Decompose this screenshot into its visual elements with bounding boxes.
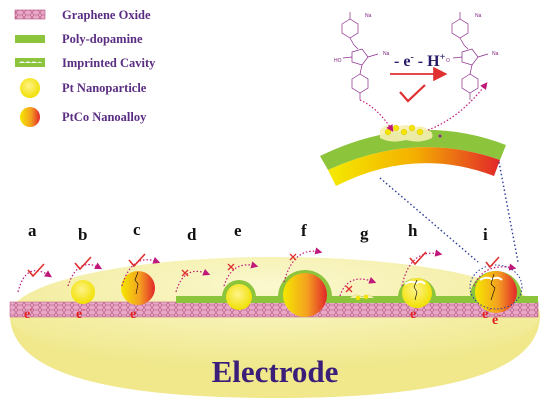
electrode-label: Electrode <box>212 354 339 389</box>
crack-c <box>134 271 139 295</box>
cross-d <box>181 269 189 277</box>
site-label-h: h <box>408 221 418 240</box>
ptco-nanoalloy-icon <box>20 107 40 127</box>
site-f-ptco <box>278 270 332 317</box>
site-label-c: c <box>133 220 141 239</box>
product-o: O <box>446 58 450 64</box>
pt-nanoparticle-icon <box>20 78 40 98</box>
zoom-arrow-in <box>359 99 394 133</box>
electron-i-1: e- <box>482 305 491 322</box>
electron-i-2: e- <box>492 311 501 328</box>
site-g-cavity <box>349 294 375 301</box>
site-c-ptco <box>121 271 155 305</box>
legend-ptco-nanoalloy: PtCo Nanoalloy <box>62 110 147 124</box>
electron-a: e- <box>24 305 33 322</box>
reactant-ho: HO <box>334 58 342 64</box>
electron-c: e- <box>130 305 139 322</box>
zoom-line-left <box>379 177 479 263</box>
site-label-i: i <box>483 225 488 244</box>
legend-imprinted-cavity: Imprinted Cavity <box>62 56 156 70</box>
check-c <box>128 253 146 268</box>
transfer-arcs <box>17 247 517 297</box>
site-label-d: d <box>187 225 197 244</box>
site-i-ptco-cavity <box>469 264 523 313</box>
site-b-pt <box>71 280 95 304</box>
reaction-label: - e- - H+ <box>394 52 446 70</box>
electron-b: e- <box>76 305 85 322</box>
reaction-check-icon <box>399 84 426 103</box>
site-label-a: a <box>28 221 37 240</box>
polydopamine-icon <box>15 35 45 43</box>
site-label-e: e <box>234 221 242 240</box>
site-label-g: g <box>360 224 369 243</box>
legend-graphene-oxide: Graphene Oxide <box>62 8 151 22</box>
legend-pt-nanoparticle: Pt Nanoparticle <box>62 81 147 95</box>
cross-g <box>345 285 353 293</box>
site-label-f: f <box>301 221 307 240</box>
graphene-oxide-icon <box>14 9 46 20</box>
check-h <box>409 251 427 266</box>
crack-h <box>413 279 418 301</box>
check-marks <box>27 251 500 278</box>
legend: Graphene Oxide Poly-dopamine Imprinted C… <box>14 8 156 127</box>
graphene-oxide-layer <box>9 301 539 318</box>
cross-marks <box>181 253 353 293</box>
zoom-line-right <box>498 161 519 263</box>
cross-e <box>227 263 235 271</box>
site-label-b: b <box>78 225 87 244</box>
site-labels: a b c d e f g h i <box>28 220 488 244</box>
cross-f <box>289 253 297 261</box>
zoom-arrow-out <box>427 82 488 131</box>
product-na-1: Na <box>475 13 482 19</box>
check-b <box>74 256 92 271</box>
imprinted-cavity-icon <box>15 58 45 67</box>
product-na-2: Na <box>492 51 499 57</box>
reactant-molecule <box>341 12 379 100</box>
site-e-pt <box>222 280 256 310</box>
svg-text:- e- - H+: - e- - H+ <box>394 52 446 70</box>
zoomed-surface <box>320 122 506 186</box>
product-molecule <box>451 12 489 100</box>
electrons: e- e- e- e- e- e- <box>24 305 501 328</box>
check-i <box>485 256 500 269</box>
electron-h: e- <box>410 305 419 322</box>
reactant-na-1: Na <box>365 13 372 19</box>
legend-polydopamine: Poly-dopamine <box>62 32 143 46</box>
check-a <box>27 263 45 278</box>
reactant-na-2: Na <box>383 51 390 57</box>
